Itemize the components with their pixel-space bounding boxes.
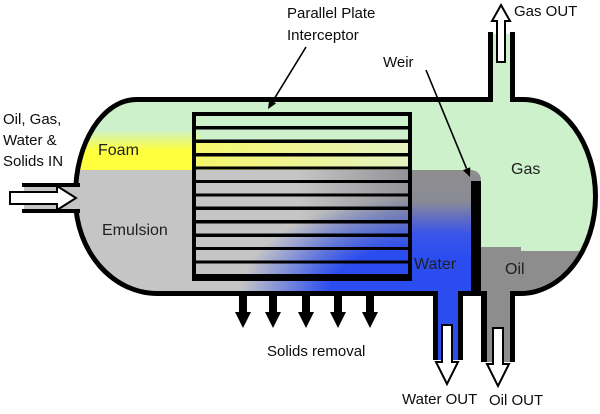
inlet-label: Oil, Gas, Water & Solids IN <box>3 109 63 172</box>
solids-down-arrow-icon <box>235 296 251 328</box>
parallel-plate-interceptor <box>192 112 412 281</box>
parallel-plate-label-line2: Interceptor <box>287 27 359 44</box>
inlet-label-line3: Solids IN <box>3 153 64 170</box>
inlet-pipe <box>24 187 80 209</box>
weir-label: Weir <box>383 54 414 71</box>
parallel-plate-leader-line <box>272 46 307 102</box>
solids-down-arrow-icon <box>330 296 346 328</box>
gas-pipe-wall-right <box>510 32 515 100</box>
foam-label: Foam <box>98 142 139 159</box>
gas-label: Gas <box>511 161 541 178</box>
foam-region <box>78 130 200 172</box>
oil-region <box>481 251 593 291</box>
separator-vessel: Foam Emulsion Gas Water Oil <box>73 97 598 296</box>
water-outlet-pipe <box>438 288 458 360</box>
emulsion-label: Emulsion <box>102 222 168 239</box>
solids-down-arrow-icon <box>265 296 281 328</box>
solids-down-arrow-icon <box>298 296 314 328</box>
water-label: Water <box>414 256 457 273</box>
gas-outlet-pipe <box>493 34 510 104</box>
solids-removal-label: Solids removal <box>267 343 366 360</box>
weir-plate <box>471 181 481 291</box>
gas-pipe-wall-left <box>488 32 493 100</box>
oil-out-label: Oil OUT <box>489 392 544 409</box>
gas-out-label: Gas OUT <box>514 3 578 20</box>
inlet-label-line1: Oil, Gas, <box>3 111 62 128</box>
parallel-plate-label: Parallel Plate Interceptor <box>287 3 375 47</box>
oil-pipe-wall-right <box>510 291 515 362</box>
parallel-plate-label-line1: Parallel Plate <box>287 5 376 22</box>
oil-surface-ledge <box>481 247 521 254</box>
inlet-pipe-wall-bottom <box>22 209 80 213</box>
oil-pipe-wall-left <box>481 291 487 362</box>
solids-down-arrow-icon <box>362 296 378 328</box>
water-column-region <box>412 170 481 291</box>
water-pipe-wall-right <box>458 291 463 360</box>
oil-label: Oil <box>505 261 525 278</box>
inlet-label-line2: Water & <box>3 132 57 149</box>
oil-outlet-pipe <box>487 288 510 362</box>
water-out-label: Water OUT <box>402 391 478 408</box>
